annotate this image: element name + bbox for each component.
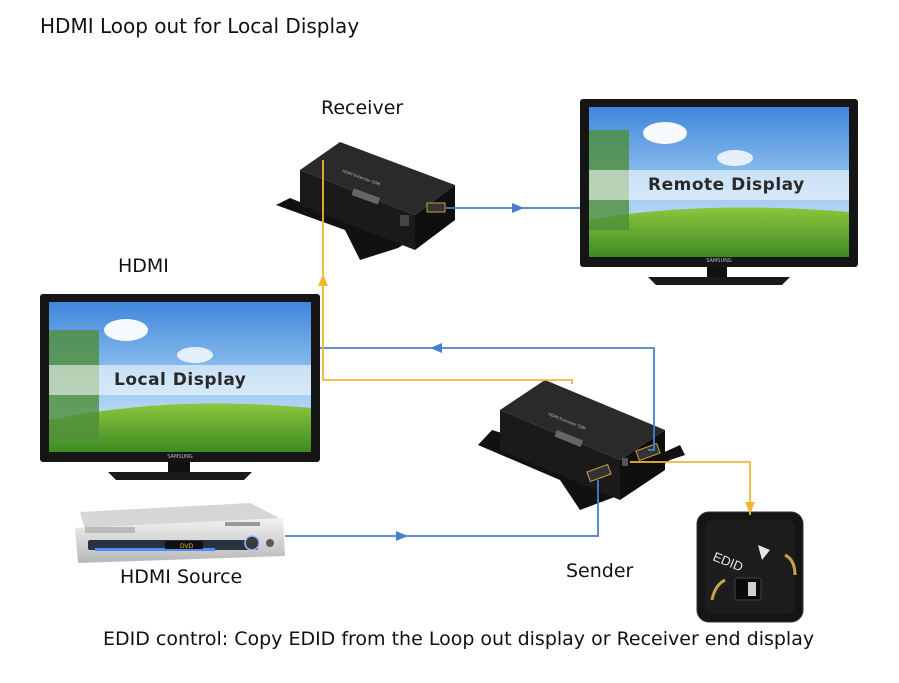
arrow-dvd-to-sender (396, 531, 408, 541)
hdmi-source-label: HDMI Source (120, 566, 243, 588)
remote-display-tv: SAMSUNG (580, 99, 858, 285)
edid-line-sender-to-receiver (322, 160, 573, 384)
hdmi-line-sender-to-local (320, 347, 655, 451)
receiver-device: HDMI Extender 50M (276, 142, 455, 260)
remote-display-label: Remote Display (648, 175, 805, 195)
footer-caption: EDID control: Copy EDID from the Loop ou… (103, 628, 815, 650)
hdmi-label: HDMI (118, 255, 169, 277)
edid-line-to-closeup (630, 461, 751, 515)
hdmi-line-dvd-to-sender (285, 480, 599, 537)
local-display-label: Local Display (114, 370, 247, 390)
dvd-player: DVD (75, 503, 285, 563)
local-tv-brand: SAMSUNG (167, 454, 193, 460)
edid-switch-closeup: EDID (696, 511, 804, 623)
arrow-down-to-closeup (745, 502, 755, 514)
receiver-label: Receiver (321, 97, 404, 119)
sender-device: HDMI Extender 50M (478, 380, 685, 510)
arrow-receiver-to-remote (512, 203, 524, 213)
dvd-label: DVD (180, 543, 194, 550)
remote-tv-brand: SAMSUNG (706, 258, 732, 264)
connection-lines (285, 160, 755, 541)
arrow-sender-to-local (430, 343, 442, 353)
diagram-title: HDMI Loop out for Local Display (40, 14, 360, 38)
local-display-tv: SAMSUNG (40, 294, 320, 480)
sender-label: Sender (566, 560, 634, 582)
arrow-up-to-receiver (318, 274, 328, 286)
